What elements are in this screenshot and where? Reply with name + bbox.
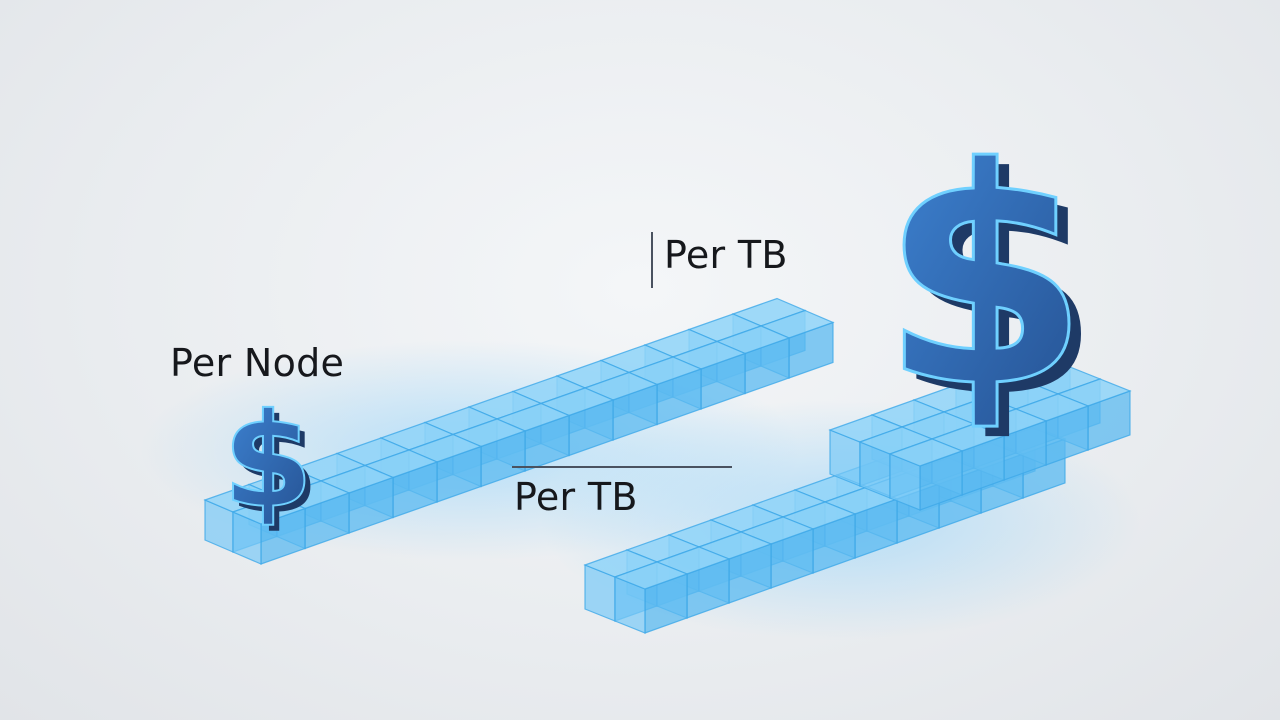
per-tb-label-top: Per TB — [664, 233, 788, 277]
svg-text:$: $ — [893, 114, 1102, 463]
dollar-sign-icon: $ $ — [222, 384, 319, 543]
svg-text:$: $ — [223, 385, 313, 537]
label-leader-line — [512, 466, 732, 468]
label-tick — [651, 232, 653, 288]
svg-text:$: $ — [881, 104, 1090, 453]
cube-bar-left — [203, 297, 835, 565]
per-node-label: Per Node — [170, 341, 345, 385]
cube-bar-right — [583, 354, 1132, 634]
per-tb-label-bottom: Per TB — [514, 475, 638, 519]
dollar-sign-icon: $ $ — [879, 103, 1102, 464]
svg-text:$: $ — [229, 391, 319, 543]
